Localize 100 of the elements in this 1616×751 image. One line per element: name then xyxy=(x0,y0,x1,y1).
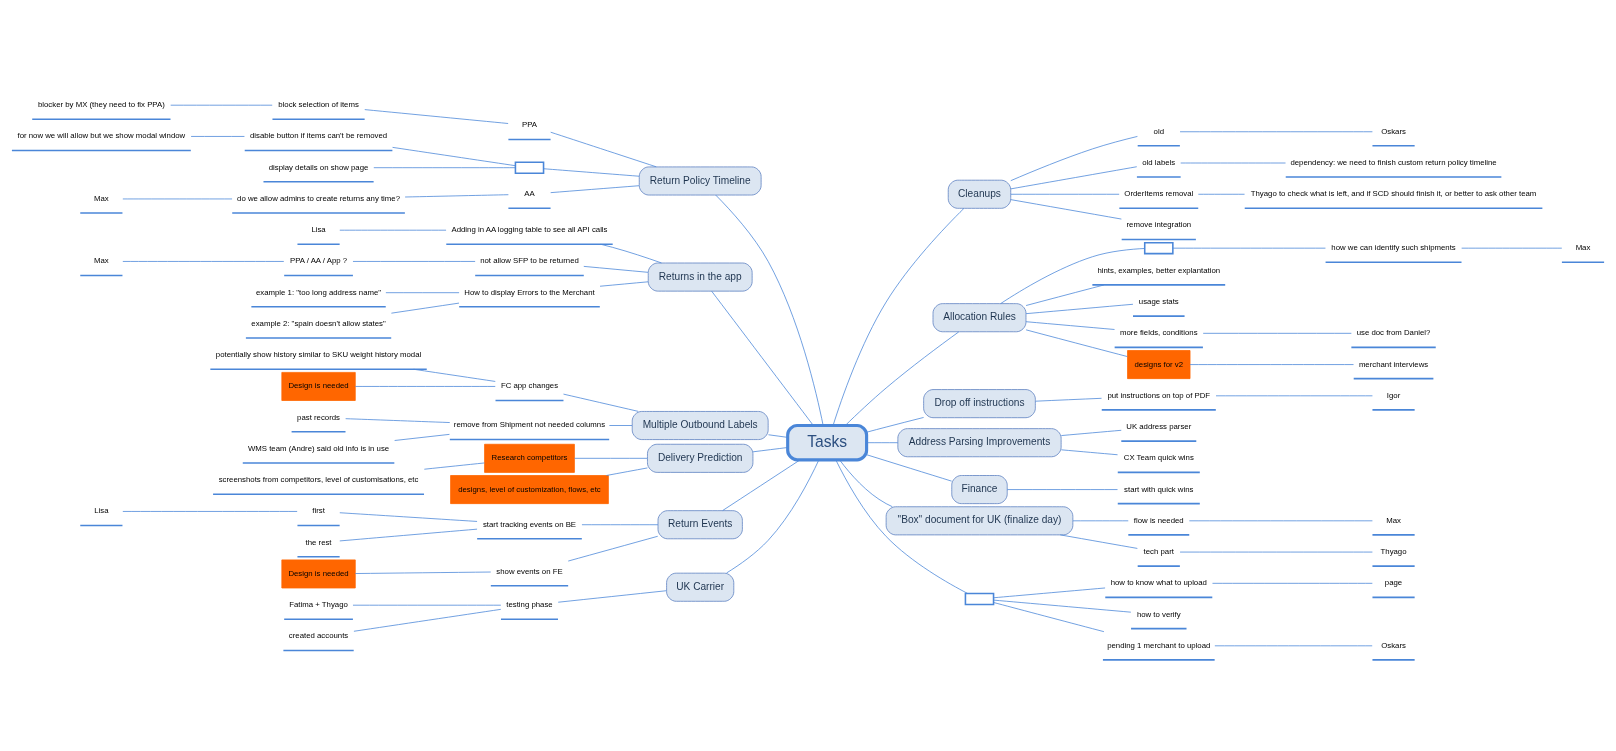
connector xyxy=(1059,534,1138,549)
node-text: Thyago to check what is left, and if SCD should finish it, or better to ask other team xyxy=(1250,189,1537,199)
connector xyxy=(122,261,285,262)
connector xyxy=(1025,303,1134,315)
node-box: Tasks xyxy=(786,423,869,462)
connector xyxy=(752,447,788,453)
node-text: PPA / AA / App ? xyxy=(290,256,348,266)
connector xyxy=(1188,520,1373,522)
connector xyxy=(574,457,648,459)
connector xyxy=(1060,429,1122,436)
connector xyxy=(993,587,1106,599)
connector xyxy=(993,599,1132,613)
node-text: not allow SFP to be returned xyxy=(480,256,579,266)
node-text: the rest xyxy=(305,537,332,547)
connector xyxy=(839,459,893,508)
node-box xyxy=(1143,241,1174,255)
connector xyxy=(726,459,820,574)
connector xyxy=(339,512,478,522)
connector xyxy=(835,459,968,594)
connector xyxy=(1072,520,1129,522)
connector xyxy=(392,147,516,167)
connector xyxy=(385,292,460,294)
connector xyxy=(1010,199,1122,220)
connector xyxy=(364,109,509,124)
node-text: Igor xyxy=(1386,390,1401,400)
connector xyxy=(1212,582,1373,584)
node-text: old xyxy=(1153,126,1164,136)
connector xyxy=(600,243,662,264)
node-text: Max xyxy=(1386,515,1401,525)
connector xyxy=(1461,247,1563,249)
connector xyxy=(550,131,657,168)
connector xyxy=(352,604,502,606)
connector xyxy=(715,194,824,426)
node-box xyxy=(514,161,545,174)
connector xyxy=(722,459,801,511)
node-box: Research competitors xyxy=(484,443,575,473)
node-box: Drop off instructions xyxy=(923,389,1036,419)
connector xyxy=(866,454,953,482)
node-box: Return Events xyxy=(657,510,743,540)
connector xyxy=(768,434,788,438)
node-text: display details on show page xyxy=(268,162,369,172)
connector xyxy=(1189,364,1354,365)
node-text: first xyxy=(312,506,325,516)
node-text: do we allow admins to create returns any time? xyxy=(237,193,401,203)
connector xyxy=(122,511,298,512)
connector xyxy=(1060,449,1118,456)
node-box: Design is needed xyxy=(281,372,356,401)
node-text: FC app changes xyxy=(500,381,559,391)
node-text: Fatima + Thyago xyxy=(289,600,348,610)
node-box: designs for v2 xyxy=(1127,350,1191,379)
connector xyxy=(1197,193,1245,195)
node-box: UK Carrier xyxy=(666,572,735,602)
connector xyxy=(993,602,1105,633)
connector xyxy=(866,442,899,444)
node-text: testing phase xyxy=(506,600,553,610)
connector xyxy=(567,535,659,562)
connector xyxy=(354,571,492,574)
node-box: Returns in the app xyxy=(647,262,753,292)
node-text: use doc from Daniel? xyxy=(1356,328,1431,338)
node-box: Multiple Outbound Labels xyxy=(631,411,769,440)
connector xyxy=(170,104,273,106)
node-text: remove from Shipment not needed columns xyxy=(453,420,606,430)
connector xyxy=(550,185,640,194)
node-text: how we can identify such shipments xyxy=(1331,243,1456,253)
connector xyxy=(404,194,509,198)
node-text: Lisa xyxy=(311,225,326,235)
node-box: Address Parsing Improvements xyxy=(897,428,1062,458)
node-text: start with quick wins xyxy=(1124,484,1194,494)
connector xyxy=(581,524,659,526)
node-box: "Box" document for UK (finalize day) xyxy=(885,506,1074,536)
node-text: put instructions on top of PDF xyxy=(1107,390,1211,400)
node-text: past records xyxy=(297,412,340,422)
connector xyxy=(1179,131,1373,133)
connector xyxy=(832,208,965,426)
node-text: AA xyxy=(524,189,535,199)
node-text: WMS team (Andre) said old info is in use xyxy=(247,443,390,453)
connector xyxy=(373,167,516,169)
connector xyxy=(1010,193,1120,195)
node-text: merchant interviews xyxy=(1358,359,1429,369)
node-text: block selection of items xyxy=(278,100,359,110)
connector xyxy=(394,434,450,441)
connector xyxy=(1006,489,1118,490)
node-text: Thyago xyxy=(1380,547,1407,557)
connector xyxy=(711,290,814,426)
node-text: how to verify xyxy=(1136,609,1181,619)
connector xyxy=(345,418,451,423)
node-text: remove integration xyxy=(1126,220,1192,230)
connector xyxy=(1035,397,1102,402)
node-text: UK address parser xyxy=(1126,422,1192,432)
node-text: blocker by MX (they need to fix PPA) xyxy=(37,100,165,110)
connector xyxy=(339,528,478,542)
connector xyxy=(423,462,485,470)
node-text: Oskars xyxy=(1381,126,1406,136)
node-text: dependency: we need to finish custom return policy timeline xyxy=(1290,157,1497,167)
connector xyxy=(1214,645,1373,647)
node-text: How to display Errors to the Merchant xyxy=(464,287,595,297)
node-text: Max xyxy=(93,256,109,266)
connector xyxy=(1202,332,1352,334)
node-text: page xyxy=(1384,578,1403,588)
node-text: screenshots from competitors, level of customisations, etc xyxy=(218,475,419,485)
